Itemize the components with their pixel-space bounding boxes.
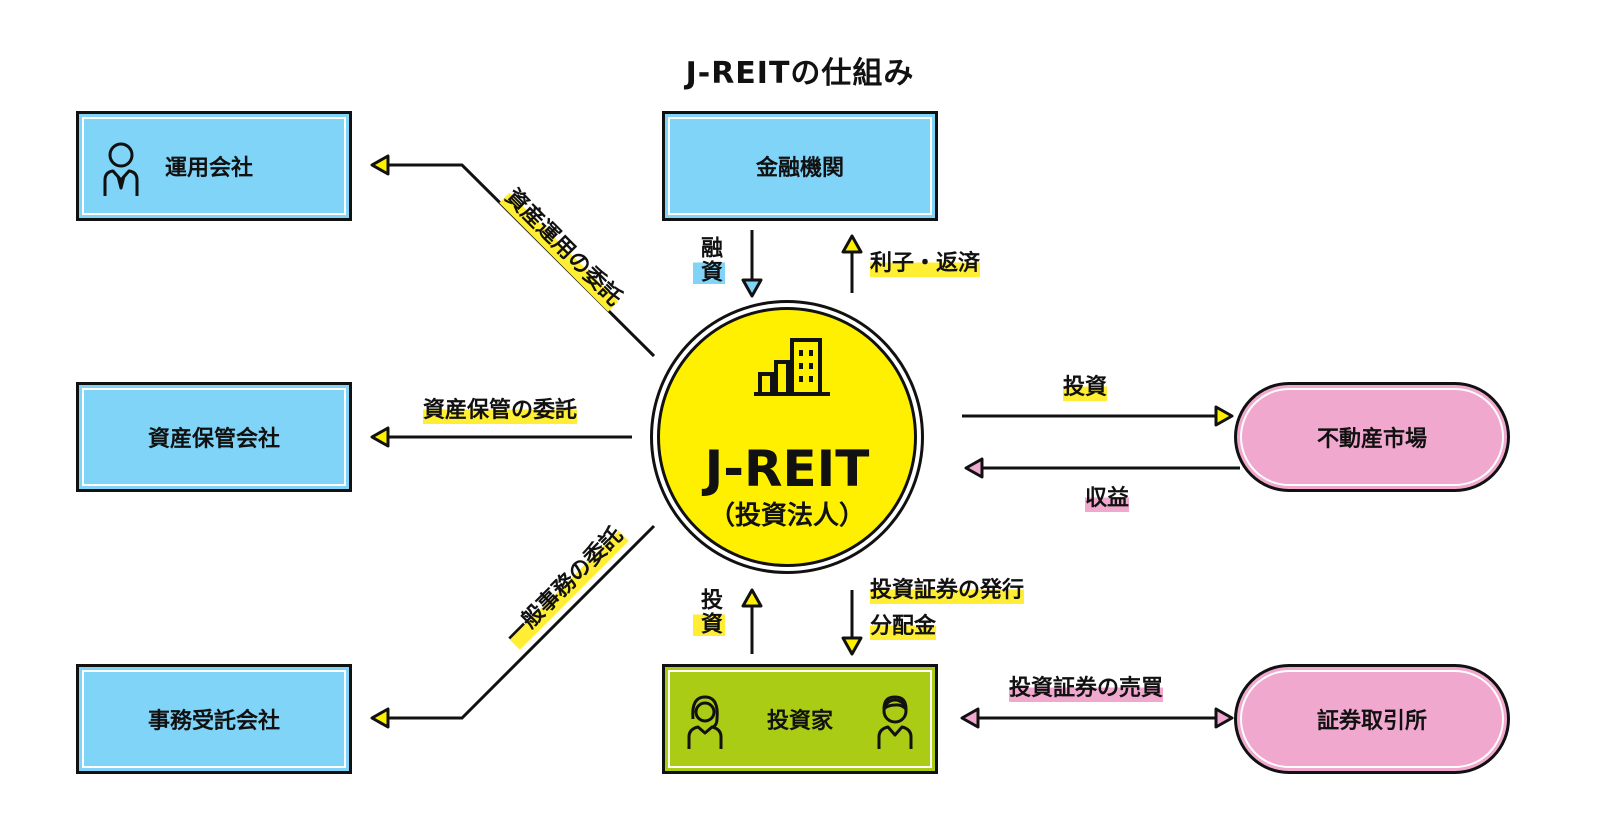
yushi-arrowhead bbox=[741, 278, 763, 298]
trade-arrowhead-left bbox=[960, 707, 980, 729]
dividend-label: 分配金 bbox=[870, 608, 937, 640]
investor-label: 投資家 bbox=[766, 709, 833, 734]
woman-icon bbox=[683, 693, 727, 751]
man-icon bbox=[873, 693, 917, 751]
return-arrowhead bbox=[964, 457, 984, 479]
jimu-line bbox=[378, 524, 656, 720]
market-invest-arrowhead bbox=[1214, 405, 1234, 427]
investor-invest-arrowhead bbox=[741, 588, 763, 608]
unyo-label: 運用会社 bbox=[164, 156, 253, 181]
trade-label: 投資証券の売買 bbox=[1009, 670, 1164, 702]
jreit-subtitle: （投資法人） bbox=[708, 501, 865, 531]
kinyu-label: 金融機関 bbox=[755, 156, 844, 181]
hokan-box: 資産保管会社 bbox=[76, 382, 352, 492]
jimu-arrowhead bbox=[370, 707, 390, 729]
buildings-icon bbox=[752, 336, 832, 398]
investor-box: 投資家 bbox=[662, 664, 938, 774]
fudosan-label: 不動産市場 bbox=[1316, 427, 1427, 452]
fudosan-box: 不動産市場 bbox=[1234, 382, 1510, 492]
jimu-label: 事務受託会社 bbox=[147, 709, 280, 734]
issue-label: 投資証券の発行 bbox=[870, 572, 1025, 604]
hokan-label: 資産保管会社 bbox=[147, 427, 280, 452]
jreit-title: J-REIT bbox=[704, 440, 870, 498]
diagram-title: J-REITの仕組み bbox=[685, 56, 915, 91]
trade-arrowhead-right bbox=[1214, 707, 1234, 729]
hokan-arrowhead bbox=[370, 426, 390, 448]
jimu-box: 事務受託会社 bbox=[76, 664, 352, 774]
kinyu-box: 金融機関 bbox=[662, 111, 938, 221]
issue-arrowhead bbox=[841, 636, 863, 656]
investor-invest-label: 投資 bbox=[693, 588, 725, 636]
businessman-icon bbox=[99, 140, 143, 198]
jreit-circle: J-REIT （投資法人） bbox=[650, 300, 924, 574]
yushi-label: 融資 bbox=[693, 236, 725, 284]
hokan-itaku-label: 資産保管の委託 bbox=[423, 392, 578, 424]
unyo-box: 運用会社 bbox=[76, 111, 352, 221]
rishi-label: 利子・返済 bbox=[870, 245, 981, 277]
shoken-box: 証券取引所 bbox=[1234, 664, 1510, 774]
return-label: 収益 bbox=[1085, 480, 1130, 512]
market-invest-label: 投資 bbox=[1063, 369, 1108, 401]
rishi-arrowhead bbox=[841, 234, 863, 254]
unyo-arrowhead bbox=[370, 154, 390, 176]
shoken-label: 証券取引所 bbox=[1316, 709, 1427, 734]
